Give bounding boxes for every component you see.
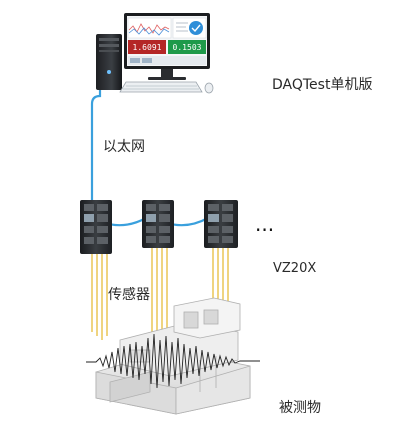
sensor-wires (91, 246, 229, 340)
ethernet-label: 以太网 (103, 139, 145, 155)
software-label: DAQTest单机版 (272, 77, 373, 93)
computer-icon: 1.6091 0.1503 (96, 13, 214, 94)
more-modules-ellipsis: ... (255, 212, 274, 236)
pc-mouse (204, 82, 214, 94)
vz20x-module-3 (204, 200, 238, 248)
sensor-label: 传感器 (108, 287, 150, 303)
device-under-test-label: 被测物 (279, 400, 321, 416)
readout-left: 1.6091 (133, 43, 162, 52)
pc-tower (96, 34, 122, 90)
ethernet-cable-pc (90, 90, 102, 215)
vibration-waveform (86, 333, 260, 389)
pc-keyboard (119, 81, 214, 94)
vz20x-module-1 (80, 200, 112, 254)
readout-right: 0.1503 (173, 43, 202, 52)
pc-monitor: 1.6091 0.1503 (124, 13, 210, 80)
device-model-label: VZ20X (273, 261, 317, 276)
vz20x-module-2 (142, 200, 174, 248)
